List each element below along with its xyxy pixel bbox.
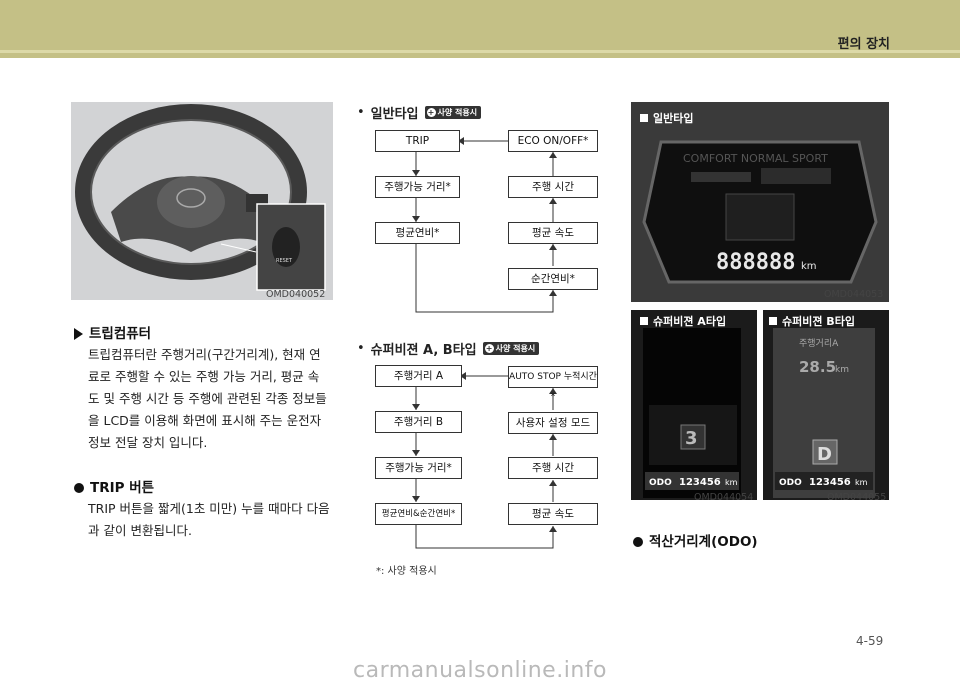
- para-line: 과 같이 변환됩니다.: [88, 523, 192, 538]
- super-a-photo: 3 ODO 123456 km: [631, 310, 757, 500]
- label-text: 슈퍼비젼 B타입: [782, 315, 855, 328]
- square-icon: [640, 114, 648, 122]
- box-fuel-b: 평균연비&순간연비*: [375, 503, 462, 525]
- para-line: 정보 전달 장치 입니다.: [88, 435, 208, 450]
- bullet-icon: [633, 537, 643, 547]
- odo-unit: km: [801, 261, 817, 272]
- para-line: 트립컴퓨터란 주행거리(구간거리계), 현재 연: [88, 347, 321, 362]
- option-badge: +사양 적용시: [424, 106, 482, 119]
- trip-a-unit-b: km: [835, 365, 849, 375]
- trip-a-value-b: 28.5: [799, 358, 836, 376]
- box-speed: 평균 속도: [508, 222, 598, 244]
- box-range-b: 주행가능 거리*: [375, 457, 462, 479]
- general-type-label: •일반타입 +사양 적용시: [357, 103, 482, 122]
- section-title: 편의 장치: [837, 37, 890, 52]
- super-b-photo: 주행거리A 28.5 km D ODO 123456 km: [763, 310, 889, 500]
- label-text: 슈퍼비젼 A타입: [653, 315, 727, 328]
- odo-label-b: ODO: [779, 478, 802, 488]
- trip-button-heading: TRIP 버튼: [74, 476, 154, 496]
- odo-value-b: 123456: [809, 477, 851, 488]
- trip-button-paragraph: TRIP 버튼을 짧게(1초 미만) 누를 때마다 다음 과 같이 변환됩니다.: [88, 498, 338, 542]
- trip-computer-paragraph: 트립컴퓨터란 주행거리(구간거리계), 현재 연 료로 주행할 수 있는 주행 …: [88, 344, 338, 454]
- label-text: 슈퍼비젼 A, B타입: [370, 343, 477, 358]
- option-badge: +사양 적용시: [482, 342, 540, 355]
- para-line: 료로 주행할 수 있는 주행 가능 거리, 평균 속: [88, 369, 320, 384]
- reset-text: RESET: [276, 258, 293, 264]
- box-range: 주행가능 거리*: [375, 176, 460, 198]
- bullet-icon: [74, 483, 84, 493]
- plus-icon: +: [426, 108, 436, 117]
- square-icon: [769, 317, 777, 325]
- super-b-label: 슈퍼비젼 B타입: [769, 313, 855, 329]
- para-line: TRIP 버튼을 짧게(1초 미만) 누를 때마다 다음: [88, 501, 330, 516]
- watermark: carmanualsonline.info: [353, 658, 607, 683]
- triangle-icon: [74, 328, 83, 340]
- plus-icon: +: [484, 344, 494, 353]
- odo-unit-a: km: [725, 478, 738, 487]
- trip-a-label-b: 주행거리A: [799, 337, 839, 349]
- general-cluster-code: OMD044053: [824, 289, 884, 300]
- heading-text: TRIP 버튼: [90, 480, 155, 496]
- page-number: 4-59: [856, 634, 884, 648]
- gear-indicator-b: D: [817, 444, 832, 465]
- box-trip: TRIP: [375, 130, 460, 152]
- odo-unit-b: km: [855, 478, 868, 487]
- photo-code-left: OMD040052: [266, 289, 326, 300]
- trip-computer-heading: 트립컴퓨터: [74, 322, 151, 342]
- gear-indicator-a: 3: [685, 428, 698, 449]
- label-text: 일반타입: [370, 107, 419, 122]
- para-line: 을 LCD를 이용해 화면에 표시해 주는 운전자: [88, 413, 322, 428]
- box-user-mode: 사용자 설정 모드: [508, 412, 598, 434]
- square-icon: [640, 317, 648, 325]
- super-b-code: OMD044055: [827, 492, 887, 503]
- heading-text: 트립컴퓨터: [89, 326, 152, 342]
- supervision-type-label: •슈퍼비젼 A, B타입 +사양 적용시: [357, 339, 540, 358]
- odo-label-a: ODO: [649, 478, 672, 488]
- general-cluster-photo: COMFORT NORMAL SPORT 888888 km: [631, 102, 889, 302]
- general-cluster-label: 일반타입: [640, 110, 693, 126]
- para-line: 도 및 주행 시간 등 주행에 관련된 각종 정보들: [88, 391, 327, 406]
- header-bar: [0, 0, 960, 58]
- cluster-mode-text: COMFORT NORMAL SPORT: [683, 152, 828, 165]
- steering-wheel-photo: RESET: [71, 102, 333, 300]
- box-trip-b: 주행거리 B: [375, 411, 462, 433]
- box-auto-stop: AUTO STOP 누적시간*: [508, 366, 598, 402]
- label-text: 일반타입: [653, 112, 694, 125]
- box-speed-b: 평균 속도: [508, 503, 598, 525]
- box-time-b: 주행 시간: [508, 457, 598, 479]
- box-instant: 순간연비*: [508, 268, 598, 290]
- box-fuel-avg: 평균연비*: [375, 222, 460, 244]
- odo-segment: 888888: [716, 250, 795, 275]
- box-trip-a: 주행거리 A: [375, 365, 462, 387]
- box-time: 주행 시간: [508, 176, 598, 198]
- odo-value-a: 123456: [679, 477, 721, 488]
- footnote: *: 사양 적용시: [376, 566, 437, 577]
- super-a-label: 슈퍼비젼 A타입: [640, 313, 726, 329]
- odo-heading: 적산거리계(ODO): [633, 530, 758, 550]
- box-eco: ECO ON/OFF*: [508, 130, 598, 152]
- heading-text: 적산거리계(ODO): [649, 534, 758, 550]
- super-a-code: OMD044054: [694, 492, 754, 503]
